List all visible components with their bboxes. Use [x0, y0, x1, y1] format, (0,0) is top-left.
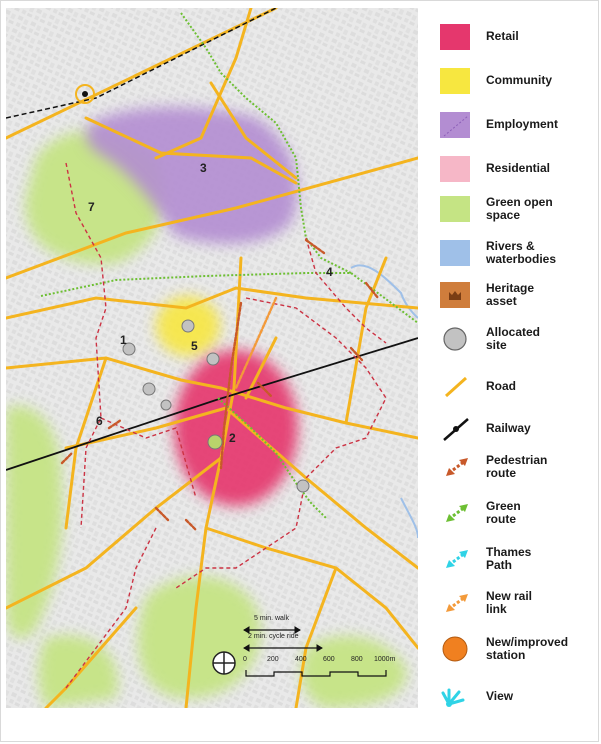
scale-cycle-label: 2 min. cycle ride — [248, 633, 299, 640]
double-arrow-icon — [440, 546, 474, 572]
legend-label-pedestrian: Pedestrian route — [486, 453, 548, 480]
legend-item-new-rail: New rail link — [436, 590, 596, 630]
legend-label-employment: Employment — [486, 117, 559, 131]
circle-icon — [440, 326, 474, 352]
legend-item-green-route: Green route — [436, 500, 596, 540]
green-space-swatch — [440, 196, 474, 222]
allocated-sites — [122, 319, 310, 493]
legend-label-thames: Thames Path — [486, 545, 532, 572]
study-boundaries — [65, 162, 387, 689]
crown-icon — [440, 282, 474, 308]
scale-tick-400: 400 — [295, 656, 307, 663]
community-swatch — [440, 68, 474, 94]
scale-tick-1000: 1000m — [374, 656, 396, 663]
green-routes — [40, 12, 418, 519]
rivers-swatch — [440, 240, 474, 266]
legend-item-road: Road — [436, 374, 596, 414]
pedestrian-routes — [60, 238, 380, 532]
scale-bar — [243, 626, 387, 677]
railways — [6, 8, 418, 471]
legend-label-retail: Retail — [486, 29, 519, 43]
legend-label-heritage: Heritage asset — [486, 281, 535, 308]
legend-label-green: Green open space — [486, 195, 553, 222]
legend-item-heritage: Heritage asset — [436, 282, 596, 322]
rivers — [350, 264, 418, 539]
station-circle-icon — [440, 636, 474, 662]
double-arrow-icon — [440, 500, 474, 526]
road-line-icon — [440, 374, 474, 400]
legend-label-residential: Residential — [486, 161, 551, 175]
railway-line-icon — [440, 416, 474, 442]
legend-label-road: Road — [486, 379, 516, 393]
legend-item-green: Green open space — [436, 196, 596, 236]
map-canvas — [6, 8, 418, 708]
legend-item-rivers: Rivers & waterbodies — [436, 240, 596, 280]
legend-item-community: Community — [436, 68, 596, 108]
residential-swatch — [440, 156, 474, 182]
north-arrow-icon — [212, 651, 236, 675]
legend-label-green-route: Green route — [486, 499, 521, 526]
legend-item-railway: Railway — [436, 416, 596, 456]
retail-swatch — [440, 24, 474, 50]
legend-label-view: View — [486, 689, 514, 703]
station-marker — [75, 84, 95, 104]
view-rays-icon — [440, 684, 474, 710]
site-label-2: 2 — [229, 431, 236, 445]
legend-label-station: New/improved station — [486, 635, 569, 662]
double-arrow-icon — [440, 590, 474, 616]
legend-label-new-rail: New rail link — [486, 589, 533, 616]
double-arrow-icon — [440, 454, 474, 480]
site-label-4: 4 — [326, 265, 333, 279]
scale-tick-0: 0 — [243, 656, 247, 663]
legend-item-employment: Employment — [436, 112, 596, 152]
legend-item-pedestrian: Pedestrian route — [436, 454, 596, 494]
site-label-3: 3 — [200, 161, 207, 175]
scale-tick-800: 800 — [351, 656, 363, 663]
site-label-7: 7 — [88, 200, 95, 214]
legend-item-allocated: Allocated site — [436, 326, 596, 366]
scale-tick-600: 600 — [323, 656, 335, 663]
legend-item-view: View — [436, 684, 596, 724]
employment-swatch — [440, 112, 474, 138]
site-label-5: 5 — [191, 339, 198, 353]
site-label-1: 1 — [120, 333, 127, 347]
scale-tick-200: 200 — [267, 656, 279, 663]
scale-walk-label: 5 min. walk — [254, 615, 290, 622]
legend-item-station: New/improved station — [436, 636, 596, 676]
legend-item-residential: Residential — [436, 156, 596, 196]
legend-label-railway: Railway — [486, 421, 531, 435]
map-area: 1 2 3 4 5 6 7 5 min. walk 2 min. cycle r… — [6, 8, 418, 708]
legend-item-retail: Retail — [436, 24, 596, 64]
site-label-6: 6 — [96, 414, 103, 428]
legend-label-community: Community — [486, 73, 552, 87]
retail-area — [174, 350, 298, 506]
legend-label-rivers: Rivers & waterbodies — [486, 239, 557, 266]
legend-label-allocated: Allocated site — [486, 325, 541, 352]
legend-item-thames: Thames Path — [436, 546, 596, 586]
